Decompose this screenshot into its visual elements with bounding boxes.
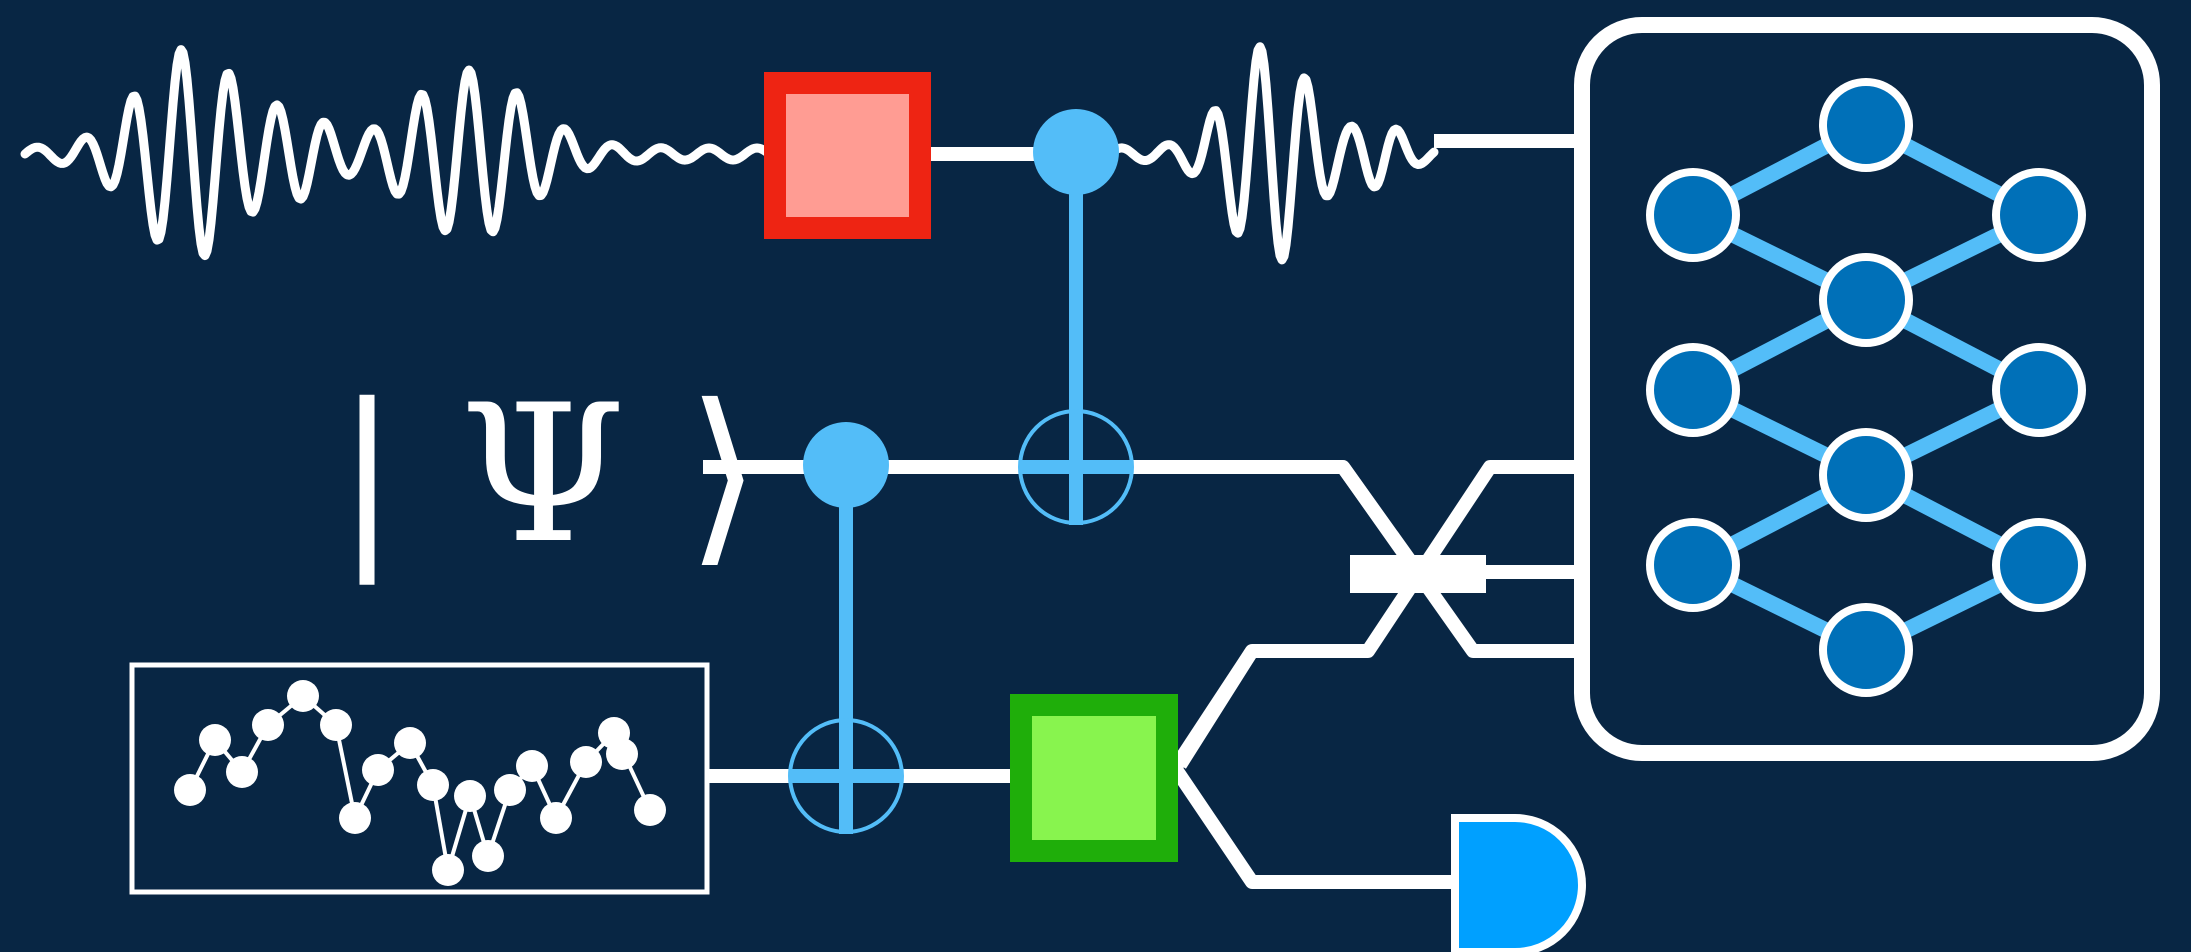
molecule-atom <box>472 840 504 872</box>
nn-node <box>1992 168 2086 262</box>
branch-up <box>1169 647 1258 772</box>
branch-down-to-meter <box>1169 764 1455 889</box>
molecule-atom <box>606 738 638 770</box>
molecule-atom <box>494 774 526 806</box>
molecule-atom <box>394 727 426 759</box>
nn-node <box>1819 253 1913 347</box>
molecule-atom <box>226 756 258 788</box>
molecule-box <box>129 662 710 895</box>
nn-node <box>1646 518 1740 612</box>
nn-node <box>1992 518 2086 612</box>
cnot-2-control-dot <box>803 422 889 508</box>
output-waveform-icon <box>1105 42 1439 265</box>
molecule-atom <box>174 774 206 806</box>
molecule-atom <box>362 754 394 786</box>
red-gate <box>764 72 931 239</box>
green-gate <box>1010 694 1178 862</box>
swap-wire-a <box>1337 462 1575 658</box>
measurement-icon <box>1451 814 1586 952</box>
molecule-atom <box>516 750 548 782</box>
molecule-atom <box>252 709 284 741</box>
nn-node <box>1992 343 2086 437</box>
neural-network-icon <box>1646 78 2086 697</box>
molecule-atom <box>339 802 371 834</box>
nn-node <box>1646 168 1740 262</box>
molecule-atom <box>570 746 602 778</box>
molecule-atom <box>454 780 486 812</box>
molecule-atom <box>432 854 464 886</box>
molecule-atom <box>287 680 319 712</box>
molecule-atom <box>320 709 352 741</box>
state-label: | Ψ ⟩ <box>335 364 761 585</box>
swap-gate <box>1350 555 1486 593</box>
molecule-atom <box>417 769 449 801</box>
nn-node <box>1819 428 1913 522</box>
cnot-1-control-dot <box>1033 109 1119 195</box>
input-waveform-icon <box>20 45 774 261</box>
molecule-atom <box>540 802 572 834</box>
nn-node <box>1819 78 1913 172</box>
molecule-atom <box>199 724 231 756</box>
nn-node <box>1646 343 1740 437</box>
nn-node <box>1819 603 1913 697</box>
molecule-atom <box>634 794 666 826</box>
molecule-graph-icon <box>174 680 666 886</box>
